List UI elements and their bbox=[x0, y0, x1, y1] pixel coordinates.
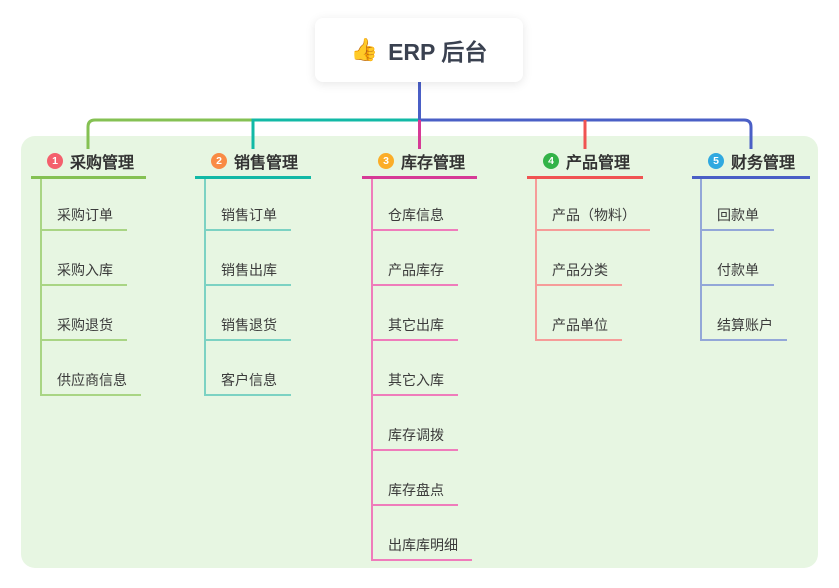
branch-children: 回款单付款单结算账户 bbox=[700, 179, 787, 341]
child-node[interactable]: 采购入库 bbox=[42, 231, 127, 286]
root-node-label: ERP 后台 bbox=[388, 39, 488, 65]
child-node[interactable]: 销售订单 bbox=[206, 179, 291, 231]
child-node[interactable]: 产品分类 bbox=[537, 231, 622, 286]
child-node[interactable]: 销售出库 bbox=[206, 231, 291, 286]
child-node[interactable]: 回款单 bbox=[702, 179, 774, 231]
child-node[interactable]: 产品单位 bbox=[537, 286, 622, 341]
branch-children: 采购订单采购入库采购退货供应商信息 bbox=[40, 179, 141, 396]
branch-number-badge: 3 bbox=[378, 153, 394, 169]
branch-children: 销售订单销售出库销售退货客户信息 bbox=[204, 179, 291, 396]
child-node[interactable]: 其它出库 bbox=[373, 286, 458, 341]
branch-title: 销售管理 bbox=[234, 155, 299, 172]
root-node-erp[interactable]: 👍 ERP 后台 bbox=[315, 18, 523, 82]
branch-2: 2 销售管理 销售订单销售出库销售退货客户信息 bbox=[195, 146, 311, 396]
child-node[interactable]: 库存盘点 bbox=[373, 451, 458, 506]
branch-header[interactable]: 2 销售管理 bbox=[195, 146, 311, 179]
branch-5: 5 财务管理 回款单付款单结算账户 bbox=[692, 146, 810, 341]
branch-children: 仓库信息产品库存其它出库其它入库库存调拨库存盘点出库库明细 bbox=[371, 179, 472, 561]
branch-title: 采购管理 bbox=[70, 155, 135, 172]
child-node[interactable]: 产品库存 bbox=[373, 231, 458, 286]
branch-children: 产品（物料）产品分类产品单位 bbox=[535, 179, 650, 341]
child-node[interactable]: 客户信息 bbox=[206, 341, 291, 396]
branches-panel bbox=[21, 136, 818, 568]
thumbs-up-icon: 👍 bbox=[350, 37, 379, 62]
child-node[interactable]: 出库库明细 bbox=[373, 506, 472, 561]
branch-header[interactable]: 1 采购管理 bbox=[31, 146, 146, 179]
child-node[interactable]: 结算账户 bbox=[702, 286, 787, 341]
child-node[interactable]: 仓库信息 bbox=[373, 179, 458, 231]
child-node[interactable]: 付款单 bbox=[702, 231, 774, 286]
branch-number-badge: 4 bbox=[543, 153, 559, 169]
branch-number-badge: 5 bbox=[708, 153, 724, 169]
child-node[interactable]: 库存调拨 bbox=[373, 396, 458, 451]
child-node[interactable]: 产品（物料） bbox=[537, 179, 650, 231]
branch-header[interactable]: 4 产品管理 bbox=[527, 146, 643, 179]
branch-3: 3 库存管理 仓库信息产品库存其它出库其它入库库存调拨库存盘点出库库明细 bbox=[362, 146, 477, 561]
branch-title: 库存管理 bbox=[401, 155, 466, 172]
child-node[interactable]: 采购退货 bbox=[42, 286, 127, 341]
child-node[interactable]: 采购订单 bbox=[42, 179, 127, 231]
branch-title: 财务管理 bbox=[731, 155, 796, 172]
branch-header[interactable]: 3 库存管理 bbox=[362, 146, 477, 179]
branch-header[interactable]: 5 财务管理 bbox=[692, 146, 810, 179]
child-node[interactable]: 销售退货 bbox=[206, 286, 291, 341]
branch-number-badge: 1 bbox=[47, 153, 63, 169]
branch-title: 产品管理 bbox=[566, 155, 631, 172]
branch-number-badge: 2 bbox=[211, 153, 227, 169]
branch-1: 1 采购管理 采购订单采购入库采购退货供应商信息 bbox=[31, 146, 146, 396]
child-node[interactable]: 供应商信息 bbox=[42, 341, 141, 396]
branch-4: 4 产品管理 产品（物料）产品分类产品单位 bbox=[527, 146, 650, 341]
child-node[interactable]: 其它入库 bbox=[373, 341, 458, 396]
